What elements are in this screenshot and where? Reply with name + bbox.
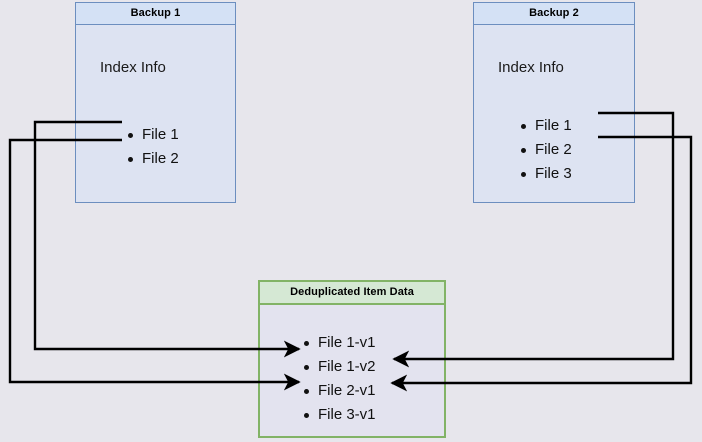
backup1-header: Backup 1: [76, 3, 235, 25]
dedup-item-list: File 1-v1 File 1-v2 File 2-v1 File 3-v1: [300, 331, 376, 427]
backup1-file-list: File 1 File 2: [124, 123, 179, 171]
backup1-file-item-2[interactable]: File 2: [124, 147, 179, 171]
backup1-body: Index Info File 1 File 2: [76, 25, 235, 204]
backup2-file-item-3[interactable]: File 3: [517, 162, 572, 186]
deduplicated-item-data-header: Deduplicated Item Data: [260, 282, 444, 305]
backup1-file-item-1[interactable]: File 1: [124, 123, 179, 147]
deduplicated-item-data-body: File 1-v1 File 1-v2 File 2-v1 File 3-v1: [260, 305, 444, 436]
backup2-file-list: File 1 File 2 File 3: [517, 114, 572, 186]
dedup-item-3[interactable]: File 2-v1: [300, 379, 376, 403]
backup2-box[interactable]: Backup 2 Index Info File 1 File 2 File 3: [473, 2, 635, 203]
backup2-file-item-2[interactable]: File 2: [517, 138, 572, 162]
dedup-item-4[interactable]: File 3-v1: [300, 403, 376, 427]
dedup-item-2[interactable]: File 1-v2: [300, 355, 376, 379]
backup2-index-info-label: Index Info: [498, 59, 564, 76]
dedup-item-1[interactable]: File 1-v1: [300, 331, 376, 355]
backup2-body: Index Info File 1 File 2 File 3: [474, 25, 634, 204]
backup2-header: Backup 2: [474, 3, 634, 25]
backup2-file-item-1[interactable]: File 1: [517, 114, 572, 138]
deduplicated-item-data-box[interactable]: Deduplicated Item Data File 1-v1 File 1-…: [258, 280, 446, 438]
backup1-index-info-label: Index Info: [100, 59, 166, 76]
backup1-box[interactable]: Backup 1 Index Info File 1 File 2: [75, 2, 236, 203]
